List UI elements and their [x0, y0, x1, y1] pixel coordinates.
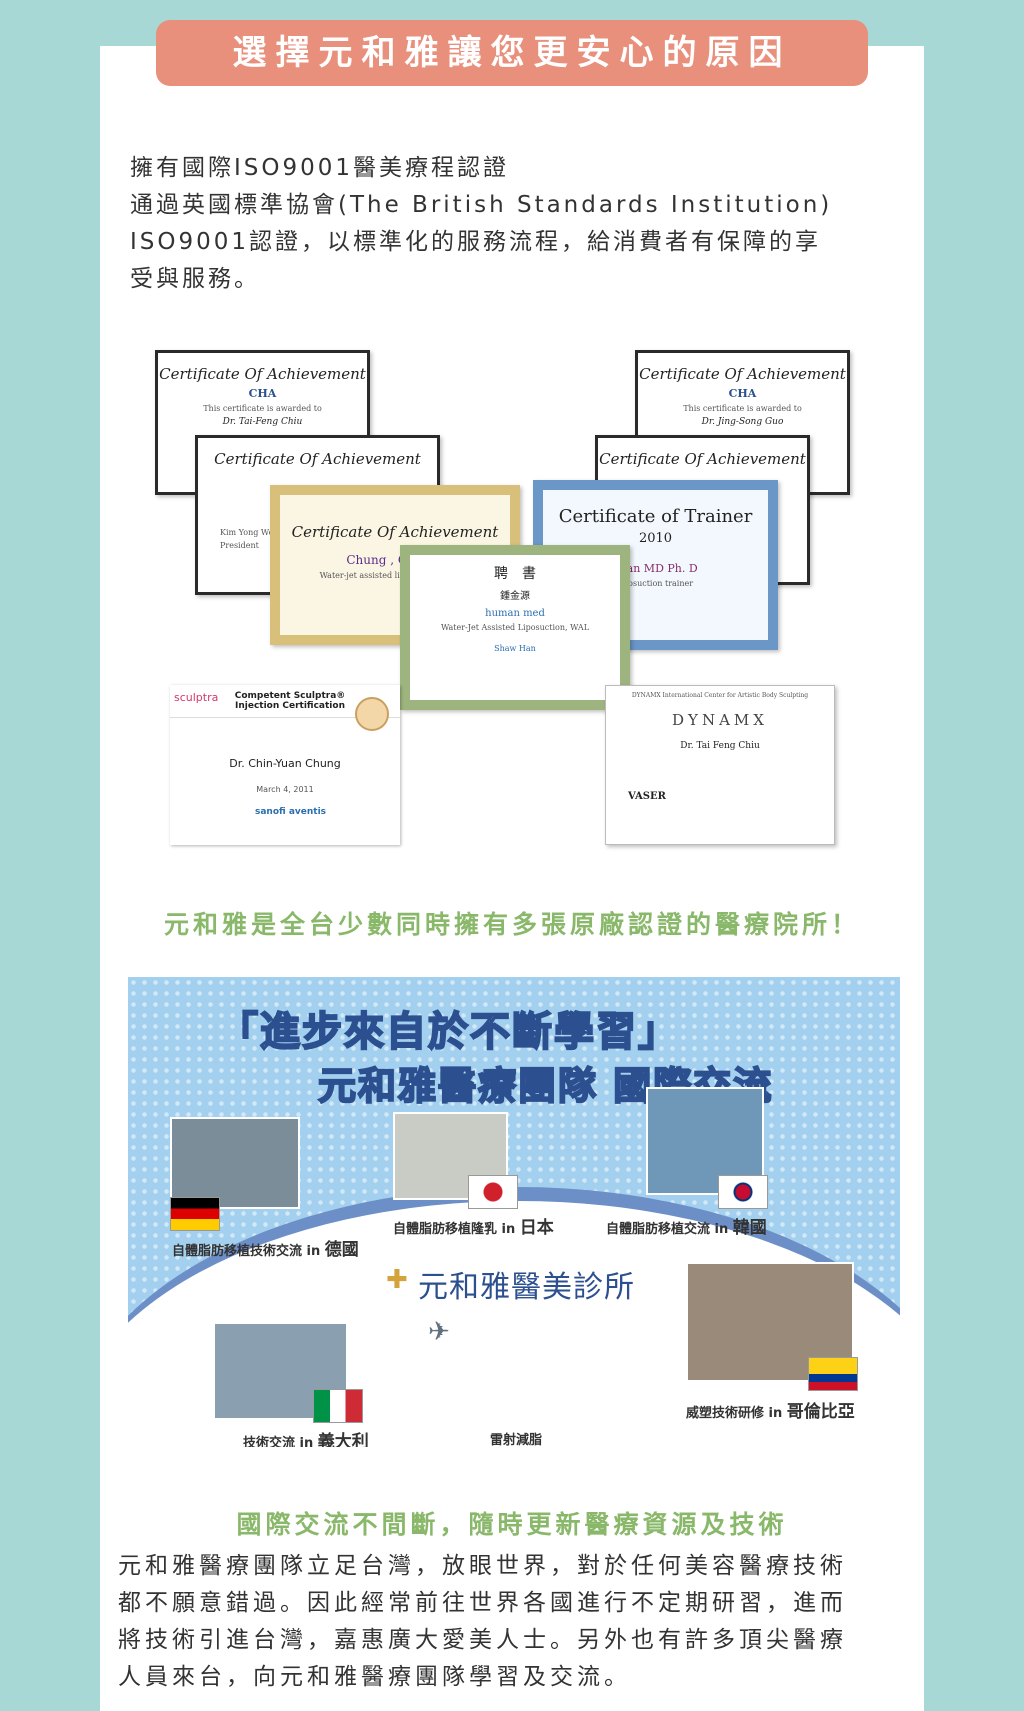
cert-title: Certificate Of Achievement	[159, 365, 366, 383]
certificate-collage: Certificate Of Achievement CHA This cert…	[150, 340, 870, 860]
cert-subtitle: This certificate is awarded to	[683, 404, 802, 413]
intro-text: 擁有國際ISO9001醫美療程認證 通過英國標準協會(The British S…	[130, 150, 910, 298]
certificate-appointment: 聘 書 鍾金源 human med Water-Jet Assisted Lip…	[400, 545, 630, 710]
intro-line: ISO9001認證，以標準化的服務流程，給消費者有保障的享	[130, 229, 822, 255]
cert-year: 2010	[638, 531, 673, 546]
cert-org: CHA	[248, 387, 277, 400]
flag-germany-icon	[170, 1197, 220, 1231]
caption-laser: 雷射減脂	[490, 1433, 543, 1447]
exchange-subheading: 國際交流不間斷，隨時更新醫療資源及技術	[236, 1510, 788, 1539]
cert-name: Dr. Tai-Feng Chiu	[222, 417, 303, 427]
flag-colombia-icon	[808, 1357, 858, 1391]
caption-italy: 技術交流 in 義大利	[243, 1432, 369, 1447]
outro-line: 人員來台，向元和雅醫療團隊學習及交流。	[118, 1664, 631, 1690]
cert-title: Certificate Of Achievement	[599, 450, 806, 468]
cert-subtitle: President	[220, 541, 259, 550]
cert-sponsor: sanofi aventis	[255, 807, 327, 817]
cert-subtitle: Water-jet assisted liposuction & Auto	[319, 571, 471, 580]
cert-title: Competent Sculptra® Injection Certificat…	[234, 691, 346, 711]
award-seal-icon	[355, 697, 389, 731]
certification-headline: 元和雅是全台少數同時擁有多張原廠認證的醫療院所！	[163, 910, 860, 939]
intro-line: 擁有國際ISO9001醫美療程認證	[130, 155, 510, 181]
photo-germany	[170, 1117, 300, 1209]
certificate-sculptra: sculptra Competent Sculptra® Injection C…	[170, 685, 400, 845]
intro-line: 通過英國標準協會(The British Standards Instituti…	[130, 192, 833, 218]
cert-title: Certificate Of Achievement	[291, 523, 499, 541]
caption-germany: 自體脂肪移植技術交流 in 德國	[172, 1240, 359, 1260]
caption-japan: 自體脂肪移植隆乳 in 日本	[393, 1218, 554, 1238]
outro-line: 元和雅醫療團隊立足台灣，放眼世界，對於任何美容醫療技術	[118, 1553, 847, 1579]
cert-brand: VASER	[628, 791, 666, 802]
cert-date: March 4, 2011	[256, 785, 314, 794]
outro-line: 將技術引進台灣，嘉惠廣大愛美人士。另外也有許多頂尖醫療	[118, 1627, 847, 1653]
cert-name: Dr. Jing-Song Guo	[701, 417, 784, 427]
caption-korea: 自體脂肪移植交流 in 韓國	[606, 1218, 767, 1238]
flag-japan-icon	[468, 1175, 518, 1209]
airplane-icon: ✈	[428, 1317, 450, 1347]
cert-name: Dr. Chin-Yuan Chung	[229, 757, 341, 770]
world-map-graphic: 「進步來自於不斷學習」 元和雅醫療團隊 國際交流 自體脂肪移植技術交流 in 德…	[128, 977, 900, 1447]
cert-brand: human med	[485, 608, 545, 619]
cert-title: 聘 書	[494, 566, 536, 582]
cert-org: CHA	[728, 387, 757, 400]
caption-colombia: 威塑技術研修 in 哥倫比亞	[686, 1402, 855, 1422]
flag-korea-icon	[718, 1175, 768, 1209]
page-banner: 選擇元和雅讓您更安心的原因	[156, 20, 868, 86]
cert-title: Certificate Of Achievement	[214, 450, 421, 468]
outro-line: 都不願意錯過。因此經常前往世界各國進行不定期研習，進而	[118, 1590, 847, 1616]
clinic-logo-icon: ✚	[386, 1265, 408, 1295]
cert-header: DYNAMX International Center for Artistic…	[631, 692, 809, 699]
flag-italy-icon	[313, 1389, 363, 1423]
cert-signer: Shaw Han	[494, 644, 536, 653]
cert-name: Kim Yong Wook	[220, 528, 284, 537]
cert-subtitle: This certificate is awarded to	[203, 404, 322, 413]
cert-title: DYNAMX	[672, 711, 768, 729]
cert-name: 鍾金源	[500, 591, 530, 602]
cert-title: Certificate of Trainer	[558, 506, 753, 527]
cert-name: Yuan MD Ph. D	[613, 562, 698, 575]
cert-brand: sculptra	[174, 691, 219, 704]
cert-title: Certificate Of Achievement	[639, 365, 846, 383]
intro-line: 受與服務。	[130, 266, 260, 292]
certificate-dynamx: DYNAMX International Center for Artistic…	[605, 685, 835, 845]
clinic-name: 元和雅醫美診所	[418, 1270, 635, 1305]
cert-subtitle: liposuction trainer	[617, 579, 694, 588]
cert-subtitle: Water-Jet Assisted Liposuction, WAL	[440, 623, 590, 632]
map-title-quote: 「進步來自於不斷學習」	[217, 1008, 680, 1056]
exchange-text: 元和雅醫療團隊立足台灣，放眼世界，對於任何美容醫療技術 都不願意錯過。因此經常前…	[118, 1548, 918, 1696]
cert-name: Dr. Tai Feng Chiu	[680, 741, 760, 751]
